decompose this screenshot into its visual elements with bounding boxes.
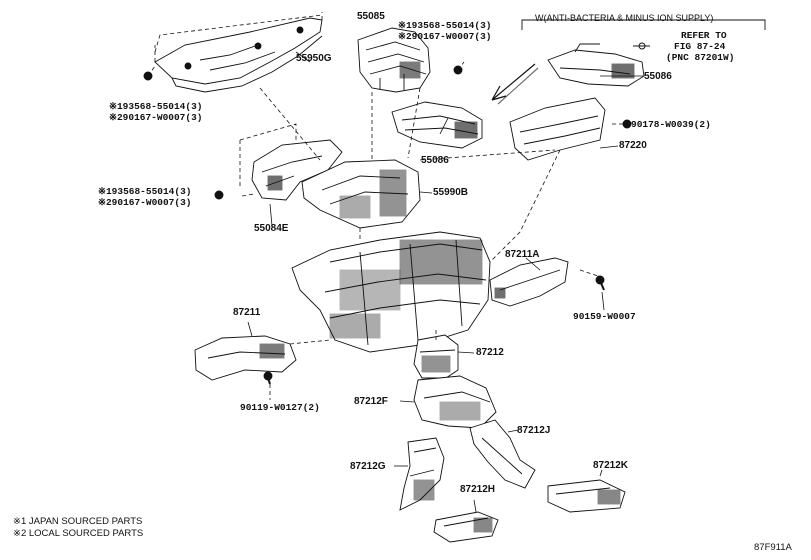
part-55950g-drawing <box>154 17 323 93</box>
label-55085: 55085 <box>357 11 385 22</box>
label-connectors <box>247 51 643 513</box>
label-90119: 90119-W0127(2) <box>240 402 320 413</box>
refer-to-line2: FIG 87-24 <box>674 41 726 52</box>
footnote-japan: ※1 JAPAN SOURCED PARTS <box>13 516 143 527</box>
part-87212f-drawing <box>413 375 497 429</box>
label-87220: 87220 <box>619 140 647 151</box>
screw-note-left-upper-2: ※290167-W0007(3) <box>109 112 203 123</box>
screw-note-left-upper-1: ※193568-55014(3) <box>109 101 203 112</box>
direction-arrow <box>491 63 539 105</box>
screw-note-top-2: ※290167-W0007(3) <box>398 31 492 42</box>
refer-to-line1: REFER TO <box>681 30 727 41</box>
part-87212h-drawing <box>433 511 499 543</box>
label-90178: 90178-W0039(2) <box>631 119 711 130</box>
footnote-local: ※2 LOCAL SOURCED PARTS <box>13 528 144 539</box>
label-55084e: 55084E <box>254 223 289 234</box>
label-55990b: 55990B <box>433 187 469 198</box>
label-87212g: 87212G <box>350 461 386 472</box>
screw-note-left-lower-1: ※193568-55014(3) <box>98 186 192 197</box>
label-90159: 90159-W0007 <box>573 311 636 322</box>
part-87212j-drawing <box>469 419 536 489</box>
part-87211a-drawing <box>489 257 569 307</box>
part-55086-top-drawing <box>547 42 650 87</box>
refer-to-line3: (PNC 87201W) <box>666 52 735 63</box>
anti-bacteria-heading: W(ANTI-BACTERIA & MINUS ION SUPPLY) <box>535 13 714 23</box>
part-87212g-drawing <box>399 437 445 511</box>
label-55950g: 55950G <box>296 53 332 64</box>
label-87211a: 87211A <box>505 249 540 260</box>
label-87212k: 87212K <box>593 460 629 471</box>
figure-code: 87F911A <box>754 542 792 553</box>
label-87212h: 87212H <box>460 484 496 495</box>
label-87212: 87212 <box>476 347 504 358</box>
label-87212j: 87212J <box>517 425 551 436</box>
label-87211: 87211 <box>233 307 261 318</box>
label-87212f: 87212F <box>354 396 388 407</box>
part-87212-drawing <box>413 334 459 379</box>
option-bracket <box>521 19 766 30</box>
part-55085-drawing <box>357 27 431 93</box>
screw-note-top-1: ※193568-55014(3) <box>398 20 492 31</box>
label-55086-mid: 55086 <box>421 155 449 166</box>
part-55086-mid-drawing <box>391 101 483 149</box>
part-87212k-drawing <box>547 479 626 513</box>
part-55990b-drawing <box>301 159 421 229</box>
part-87211-drawing <box>194 335 297 381</box>
label-55086-top: 55086 <box>644 71 672 82</box>
part-heater-unit-drawing <box>291 231 491 353</box>
part-87220-drawing <box>509 97 606 161</box>
dashed-leaders <box>147 12 627 400</box>
screw-note-left-lower-2: ※290167-W0007(3) <box>98 197 192 208</box>
